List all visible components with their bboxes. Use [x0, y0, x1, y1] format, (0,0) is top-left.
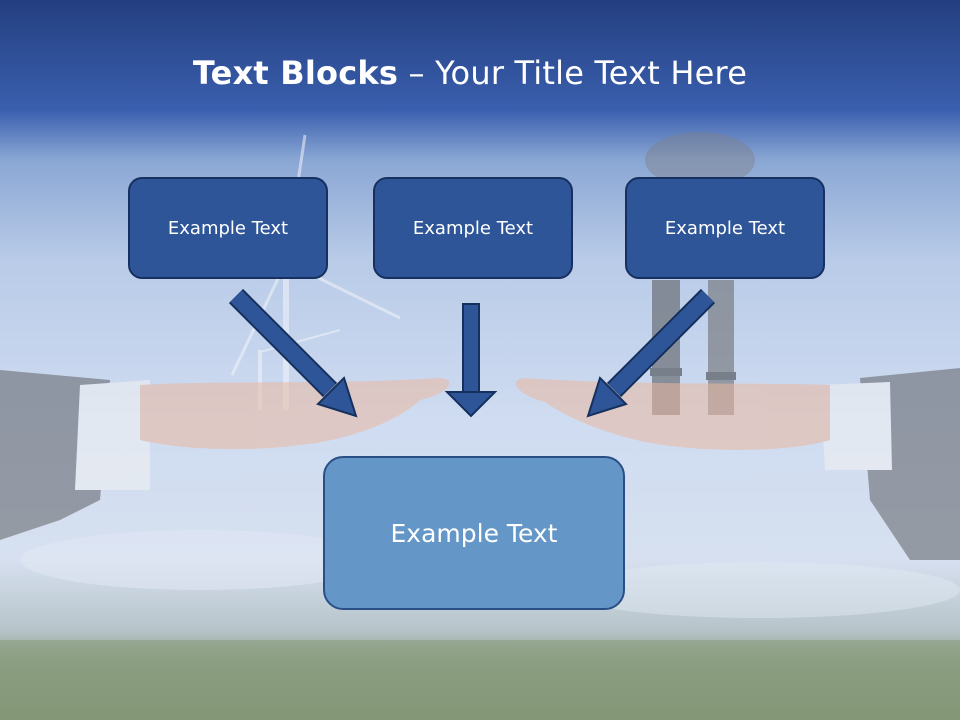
arrow-right-diagonal — [586, 288, 716, 418]
text-block-label: Example Text — [167, 217, 289, 239]
page-title: Text Blocks – Your Title Text Here — [0, 54, 940, 92]
text-block-main-label: Example Text — [390, 518, 558, 548]
text-block-label: Example Text — [412, 217, 534, 239]
text-block-left[interactable]: Example Text — [128, 177, 328, 279]
title-rest: Your Title Text Here — [435, 54, 748, 92]
text-block-right[interactable]: Example Text — [625, 177, 825, 279]
open-hand-icon — [0, 370, 450, 540]
text-block-main[interactable]: Example Text — [323, 456, 625, 610]
text-block-label: Example Text — [664, 217, 786, 239]
text-block-center[interactable]: Example Text — [373, 177, 573, 279]
title-separator: – — [398, 54, 436, 92]
arrow-center-down — [444, 303, 498, 418]
title-bold: Text Blocks — [192, 54, 399, 92]
arrow-left-diagonal — [228, 288, 358, 418]
